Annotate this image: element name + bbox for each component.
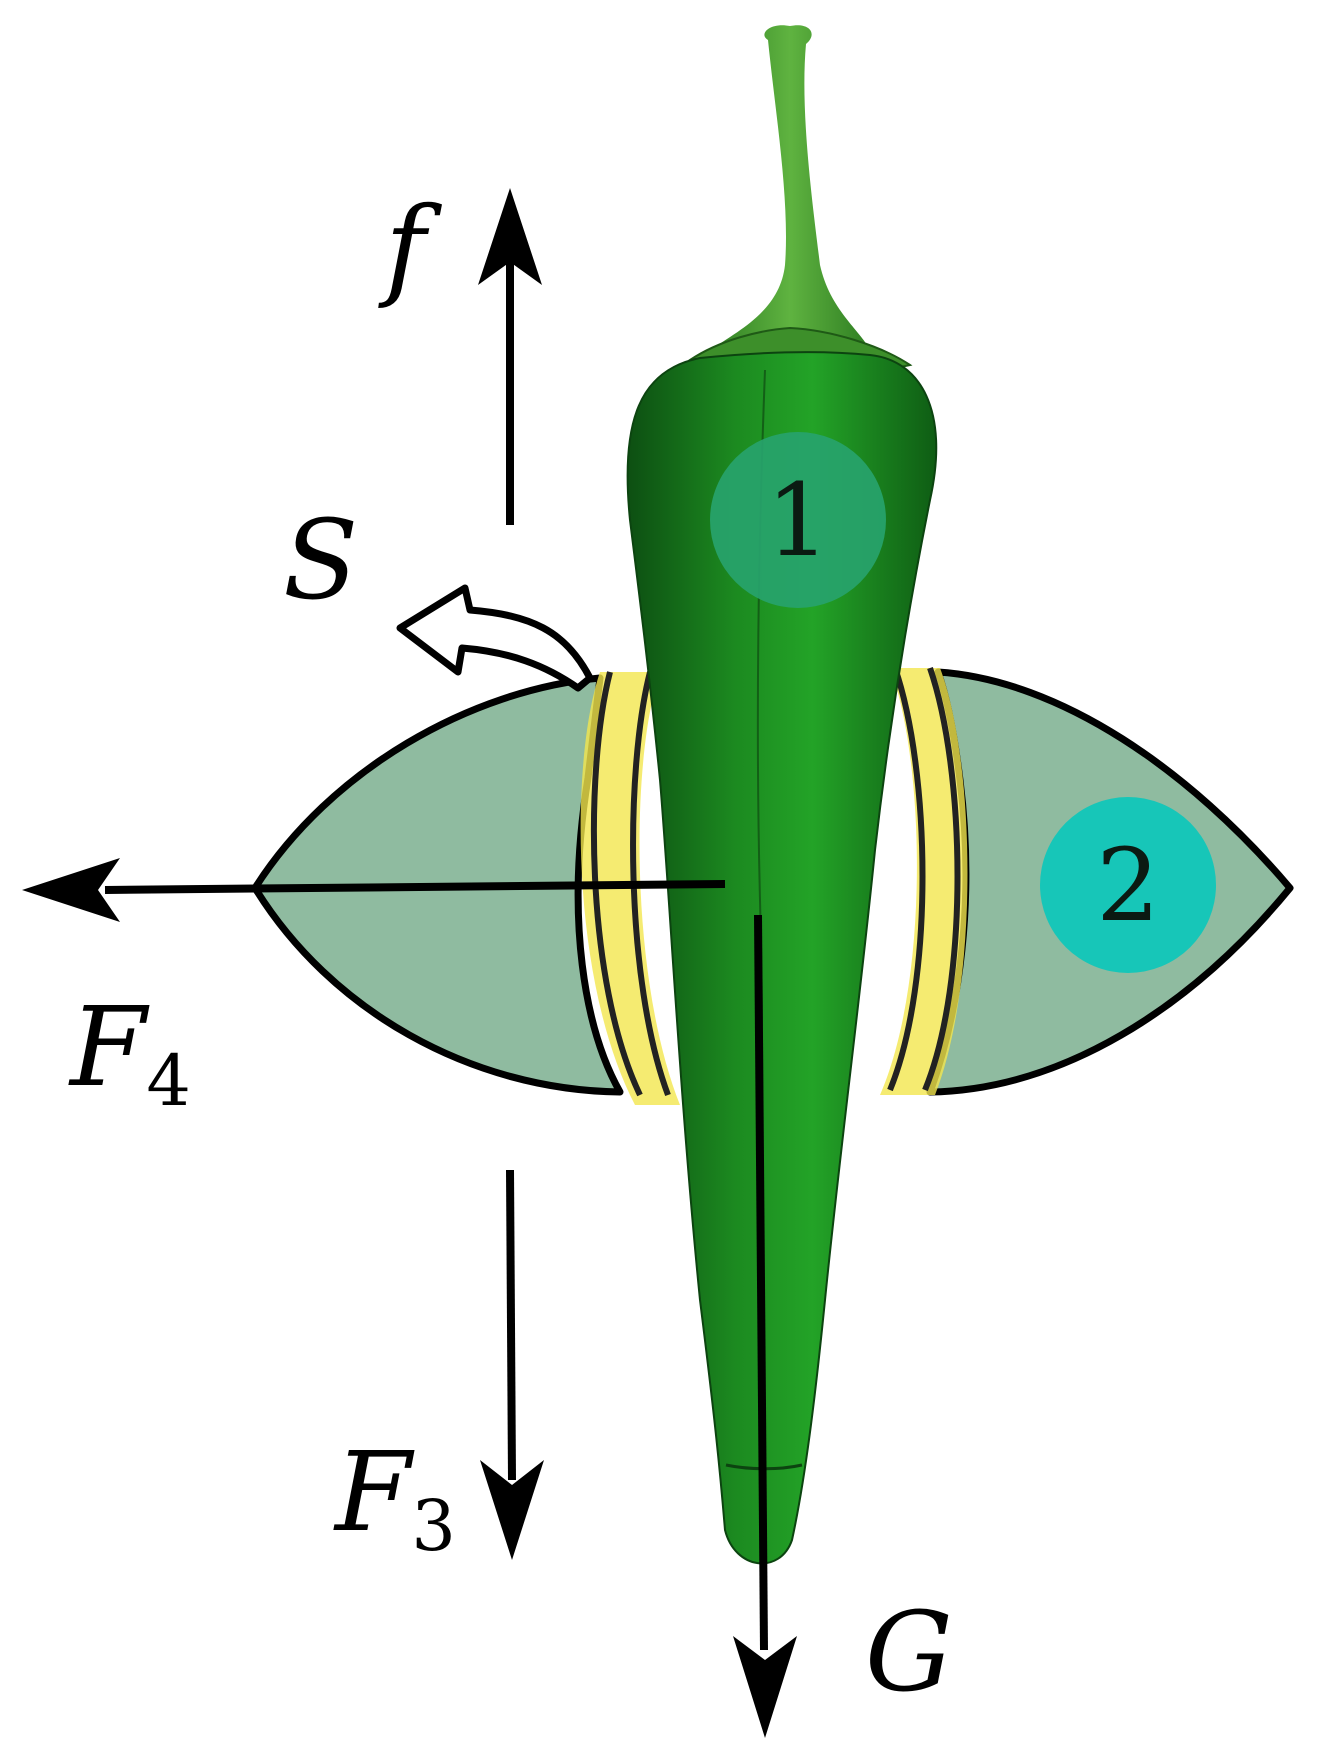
pepper-marker-label: 1 [766, 462, 830, 579]
force-label-f3: F3 [333, 1428, 456, 1567]
force-label-f4-sub: 4 [146, 1040, 191, 1122]
gripper-marker-label: 2 [1096, 827, 1160, 944]
force-label-s: S [283, 496, 358, 624]
force-label-g: G [865, 1588, 953, 1716]
force-arrow-g [733, 914, 797, 1738]
gripper-marker-circle [1040, 797, 1216, 973]
pepper-body [626, 351, 938, 1565]
force-label-f3-sub: 3 [411, 1485, 456, 1567]
right-contact-pad [880, 667, 968, 1095]
force-arrow-s [396, 584, 594, 692]
force-label-f: f [378, 183, 442, 311]
force-arrow-f3 [480, 1169, 544, 1560]
pepper-marker-circle [710, 432, 886, 608]
force-label-f3-base: F [333, 1428, 415, 1556]
pepper-stem [710, 25, 870, 351]
force-label-f4: F4 [68, 983, 191, 1122]
force-arrow-f [478, 188, 542, 525]
force-label-f4-base: F [68, 983, 150, 1111]
force-arrow-f4 [22, 858, 726, 922]
